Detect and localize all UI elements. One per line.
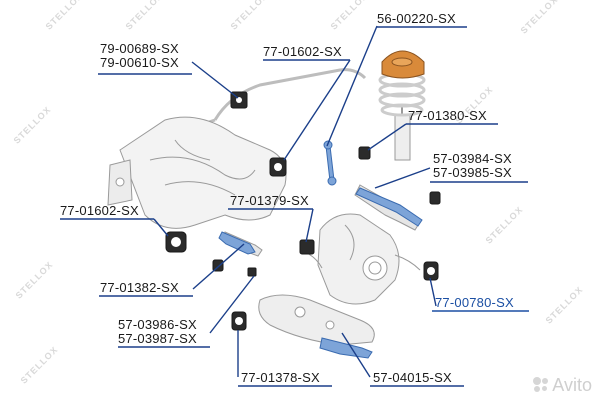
part-label: 77-01602-SX	[263, 44, 342, 59]
lower-control-arm	[258, 294, 375, 346]
leader-line	[283, 59, 351, 161]
arm-bushing	[358, 146, 371, 160]
part-label: 77-01380-SX	[408, 108, 487, 123]
stabilizer-link	[325, 145, 335, 182]
leader-line	[153, 218, 169, 237]
leader-line	[191, 61, 239, 99]
leader-line	[305, 208, 314, 243]
leader-line	[341, 332, 371, 378]
part-label: 77-01602-SX	[60, 203, 139, 218]
part-label: 56-00220-SX	[377, 11, 456, 26]
lower-link	[319, 337, 373, 359]
leader-line	[429, 277, 437, 307]
part-label: 77-01379-SX	[230, 193, 309, 208]
leader-line	[192, 243, 245, 290]
part-label: 77-01378-SX	[241, 370, 320, 385]
arm-bushing	[429, 191, 441, 205]
leader-line	[367, 123, 407, 151]
leader-line	[209, 275, 255, 334]
stabilizer-bar	[213, 68, 367, 121]
toe-link	[355, 187, 423, 227]
part-label-highlighted: 77-00780-SX	[435, 295, 514, 310]
arm-bushing	[299, 239, 315, 255]
camber-arm	[218, 231, 256, 255]
wheel-knuckle	[317, 213, 400, 305]
leader-line	[374, 167, 431, 189]
bolt	[247, 267, 257, 277]
avito-text: Avito	[552, 375, 592, 395]
part-label: 77-01382-SX	[100, 280, 179, 295]
leader-line	[326, 25, 378, 147]
part-label: 57-04015-SX	[373, 370, 452, 385]
subframe	[119, 116, 287, 229]
avito-watermark: Avito	[533, 375, 592, 396]
avito-logo-icon	[533, 377, 549, 393]
